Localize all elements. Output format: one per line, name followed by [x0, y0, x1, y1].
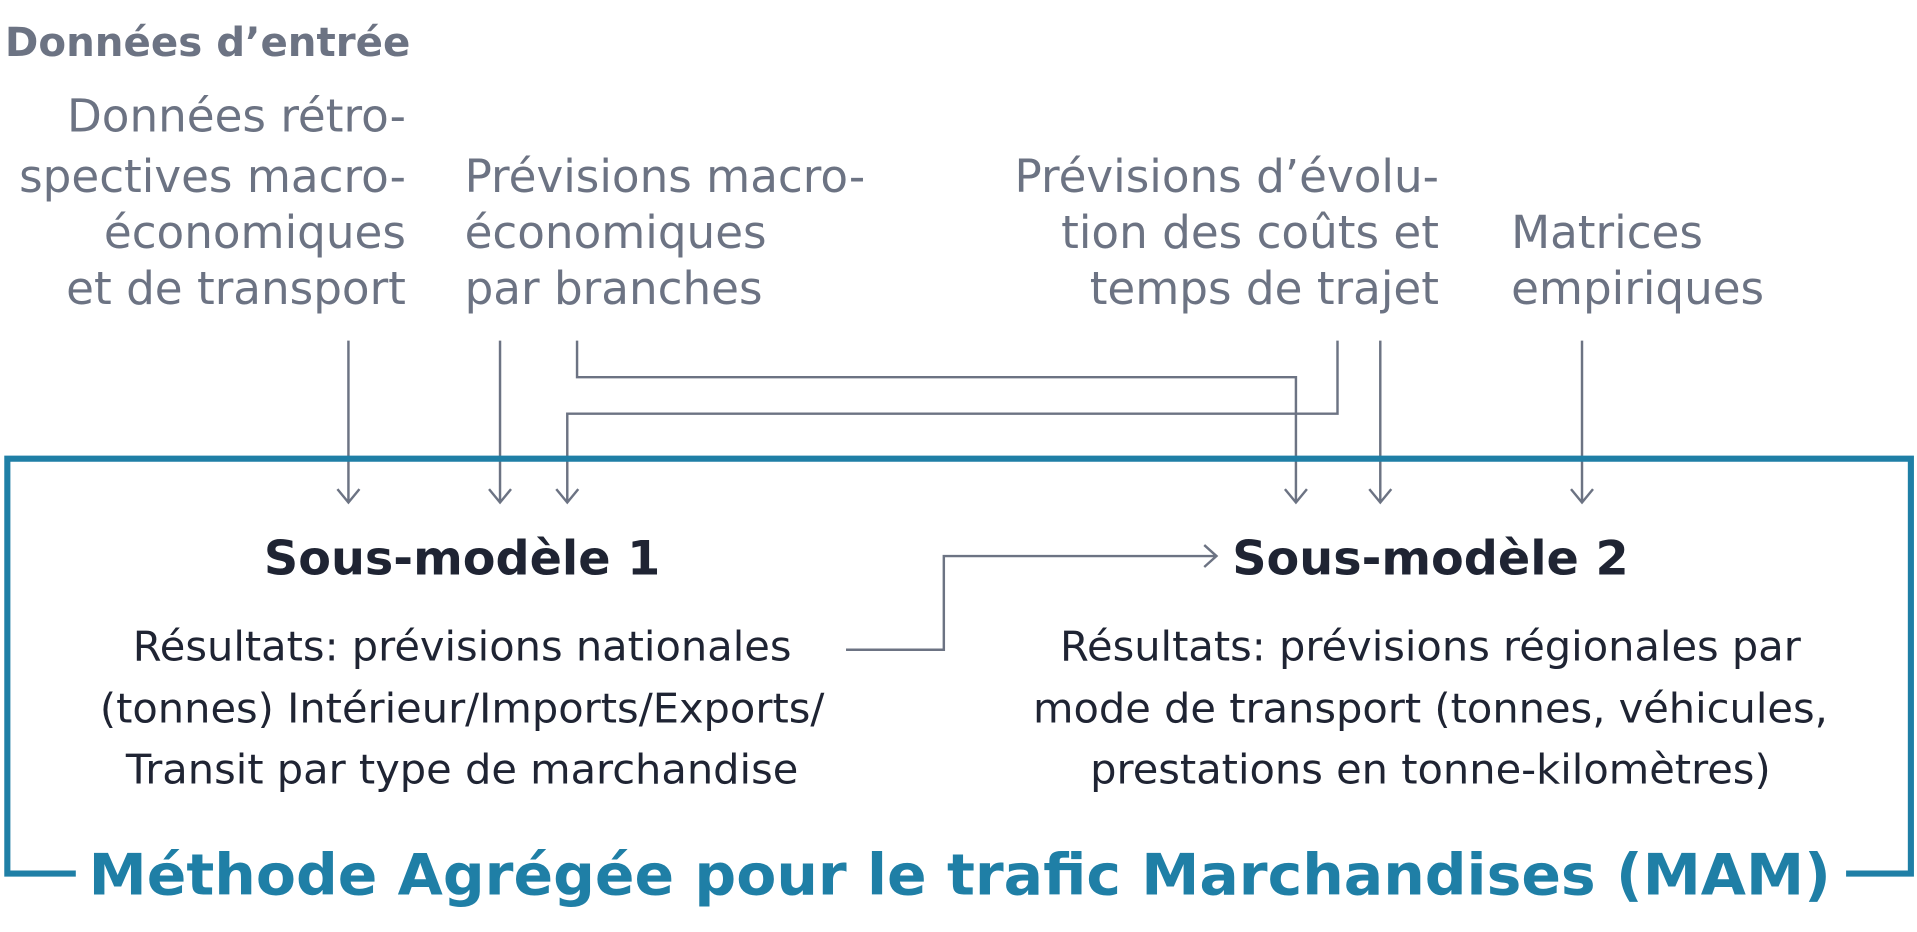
submodel-line: mode de transport (tonnes, véhicules,: [1033, 685, 1828, 733]
input-line: temps de trajet: [1090, 262, 1439, 315]
submodel-2: Sous-modèle 2 Résultats: prévisions régi…: [1033, 531, 1828, 793]
arrow-4: [555, 340, 1339, 505]
submodel-1: Sous-modèle 1 Résultats: prévisions nati…: [100, 531, 825, 793]
submodel-line: prestations en tonne-kilomètres): [1090, 746, 1771, 794]
arrow-3: [575, 340, 1308, 505]
input-line: économiques: [104, 206, 406, 259]
input-line: spectives macro-: [19, 150, 406, 203]
input-line: Prévisions d’évolu-: [1015, 150, 1439, 203]
input-line: tion des coûts et: [1061, 206, 1439, 259]
submodel-title: Sous-modèle 2: [1232, 531, 1628, 586]
frame-title: Méthode Agrégée pour le trafic Marchandi…: [89, 841, 1831, 908]
input-block-4: Matrices empiriques: [1511, 206, 1764, 315]
arrow-2: [488, 340, 512, 505]
input-line: Prévisions macro-: [465, 150, 866, 203]
submodel-line: Transit par type de marchandise: [125, 746, 798, 794]
input-line: économiques: [465, 206, 767, 259]
submodel-line: Résultats: prévisions régionales par: [1060, 623, 1802, 671]
inputs-heading: Données d’entrée: [5, 20, 411, 66]
submodel-title: Sous-modèle 1: [264, 531, 660, 586]
input-arrows: [336, 340, 1594, 651]
arrow-6: [1570, 340, 1594, 505]
input-line: et de transport: [66, 262, 406, 315]
input-block-3: Prévisions d’évolu- tion des coûts et te…: [1015, 150, 1439, 315]
arrow-1: [336, 340, 361, 505]
submodel-line: Résultats: prévisions nationales: [133, 623, 792, 671]
input-line: Matrices: [1511, 206, 1703, 259]
input-line: empiriques: [1511, 262, 1764, 315]
input-line: par branches: [465, 262, 763, 315]
input-block-1: Données rétro- spectives macro- économiq…: [19, 90, 406, 316]
mam-frame: [4, 455, 1914, 877]
input-block-2: Prévisions macro- économiques par branch…: [465, 150, 866, 315]
submodel-line: (tonnes) Intérieur/Imports/Exports/: [100, 685, 825, 733]
arrow-5: [1368, 340, 1393, 505]
submodel-connector-arrow: [846, 544, 1219, 651]
input-line: Données rétro-: [67, 90, 406, 143]
